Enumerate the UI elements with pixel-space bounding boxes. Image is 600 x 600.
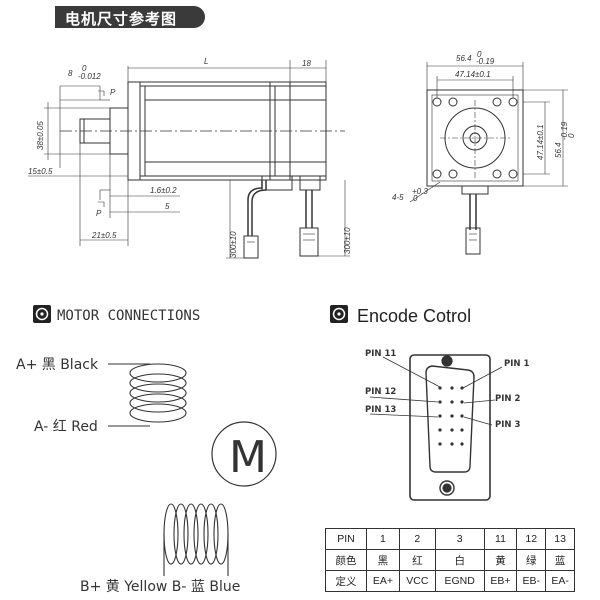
dim-56-4-side: 56.4 bbox=[554, 142, 563, 158]
pin-table-cell: 蓝 bbox=[545, 549, 575, 571]
db15-connector bbox=[409, 354, 491, 501]
pin-table-cell: 定义 bbox=[325, 570, 367, 592]
pin-table-cell: 1 bbox=[366, 528, 400, 550]
motor-symbol-letter: M bbox=[229, 432, 267, 483]
dim-5: 5 bbox=[165, 202, 170, 211]
pin-table-cell: EGND bbox=[434, 570, 485, 592]
pin-12-label: PIN 12 bbox=[365, 387, 396, 397]
pin-table-cell: PIN bbox=[325, 528, 367, 550]
pin-table-header-row: PIN 1 2 3 11 12 13 bbox=[325, 528, 575, 550]
pin-table-def-row: 定义 EA+ VCC EGND EB+ EB- EA- bbox=[325, 570, 575, 592]
dim-56-4-top: 56.4 bbox=[456, 54, 472, 63]
encoder-heading: Encode Cotrol bbox=[357, 306, 471, 326]
coil-b bbox=[163, 503, 229, 576]
page-title: 电机尺寸参考图 bbox=[65, 10, 178, 28]
pin-table-cell: VCC bbox=[398, 570, 436, 592]
dim-1-6: 1.6±0.2 bbox=[150, 186, 177, 195]
dim-18: 18 bbox=[302, 59, 311, 68]
pin-table-cell: EA+ bbox=[366, 570, 400, 592]
front-view-dimensions: 56.4 0 -0.19 47.14±0.1 47.14±0.1 56.4 -0… bbox=[392, 50, 576, 203]
motor-connections-heading: MOTOR CONNECTIONS bbox=[57, 308, 200, 324]
dim-300-right: 300±10 bbox=[343, 227, 352, 254]
encoder-section: Encode Cotrol PIN 11 PIN bbox=[330, 305, 529, 501]
pin-table-cell: EB- bbox=[516, 570, 547, 592]
title-bar: 电机尺寸参考图 bbox=[55, 6, 205, 28]
pin-3-label: PIN 3 bbox=[495, 420, 520, 430]
dim-300-left: 300±10 bbox=[229, 231, 238, 258]
pin-table-cell: 2 bbox=[398, 528, 436, 550]
pin-table-cell: 3 bbox=[434, 528, 485, 550]
pin-table-cell: 13 bbox=[545, 528, 575, 550]
motor-connections-section: MOTOR CONNECTIONS A+ 黑 Black A- 红 Red B+… bbox=[16, 305, 277, 595]
dim-47-14-top: 47.14±0.1 bbox=[455, 70, 491, 79]
dim-8-tol: -0.012 bbox=[78, 72, 101, 81]
dim-56-4-top-tol0: 0 bbox=[477, 50, 482, 59]
label-a-minus: A- 红 Red bbox=[34, 419, 98, 435]
pin-table-cell: 黄 bbox=[483, 549, 518, 571]
pin-table-cell: 绿 bbox=[516, 549, 547, 571]
label-b-line: B+ 黄 Yellow B- 蓝 Blue bbox=[80, 578, 240, 595]
dim-21: 21±0.5 bbox=[91, 231, 117, 240]
dim-l: L bbox=[204, 57, 208, 66]
motor-connections-icon bbox=[33, 305, 51, 323]
pin-table-cell: 颜色 bbox=[325, 549, 367, 571]
pin-1-label: PIN 1 bbox=[504, 359, 529, 369]
label-a-plus: A+ 黑 Black bbox=[16, 357, 99, 373]
dim-8: 8 bbox=[68, 69, 73, 78]
pin-table-cell: 黑 bbox=[366, 549, 400, 571]
dim-4-5-tol: +0.3 bbox=[412, 187, 428, 196]
pin-table-color-row: 颜色 黑 红 白 黄 绿 蓝 bbox=[325, 549, 575, 571]
dim-56-4-top-tol: -0.19 bbox=[476, 57, 495, 66]
dim-47-14-side: 47.14±0.1 bbox=[536, 124, 545, 160]
pin-11-label: PIN 11 bbox=[365, 349, 396, 359]
pin-2-label: PIN 2 bbox=[495, 394, 520, 404]
dim-56-4-side-tol0: 0 bbox=[567, 133, 576, 138]
mount-holes bbox=[432, 97, 518, 179]
pin-table-cell: 12 bbox=[516, 528, 547, 550]
front-view bbox=[409, 62, 568, 255]
dim-4-5-tol0: 0 bbox=[413, 194, 418, 203]
dim-4-5: 4-5 bbox=[392, 193, 404, 202]
motor-symbol-circle bbox=[211, 421, 277, 487]
side-view bbox=[28, 60, 350, 259]
pin-table: PIN 1 2 3 11 12 13 颜色 黑 红 白 黄 绿 蓝 定义 EA+… bbox=[325, 528, 575, 592]
pin-13-label: PIN 13 bbox=[365, 405, 396, 415]
encoder-icon bbox=[330, 305, 348, 323]
pin-table-cell: 红 bbox=[398, 549, 436, 571]
dim-15: 15±0.5 bbox=[28, 167, 53, 176]
dim-p-lower: P bbox=[96, 209, 102, 218]
side-view-dimensions: L 18 8 0 -0.012 P P 38±0.05 15±0.5 1.6±0… bbox=[28, 57, 352, 258]
dim-p-upper: P bbox=[110, 88, 116, 97]
pin-table-cell: EB+ bbox=[483, 570, 518, 592]
pin-table-cell: 白 bbox=[434, 549, 485, 571]
dim-8-tol-top: 0 bbox=[82, 64, 87, 73]
dim-56-4-side-tol: -0.19 bbox=[560, 121, 569, 140]
pin-table-cell: EA- bbox=[545, 570, 575, 592]
pin-table-cell: 11 bbox=[483, 528, 518, 550]
pin-leaders bbox=[369, 356, 503, 426]
dim-38: 38±0.05 bbox=[36, 121, 45, 150]
coil-a bbox=[108, 363, 187, 427]
